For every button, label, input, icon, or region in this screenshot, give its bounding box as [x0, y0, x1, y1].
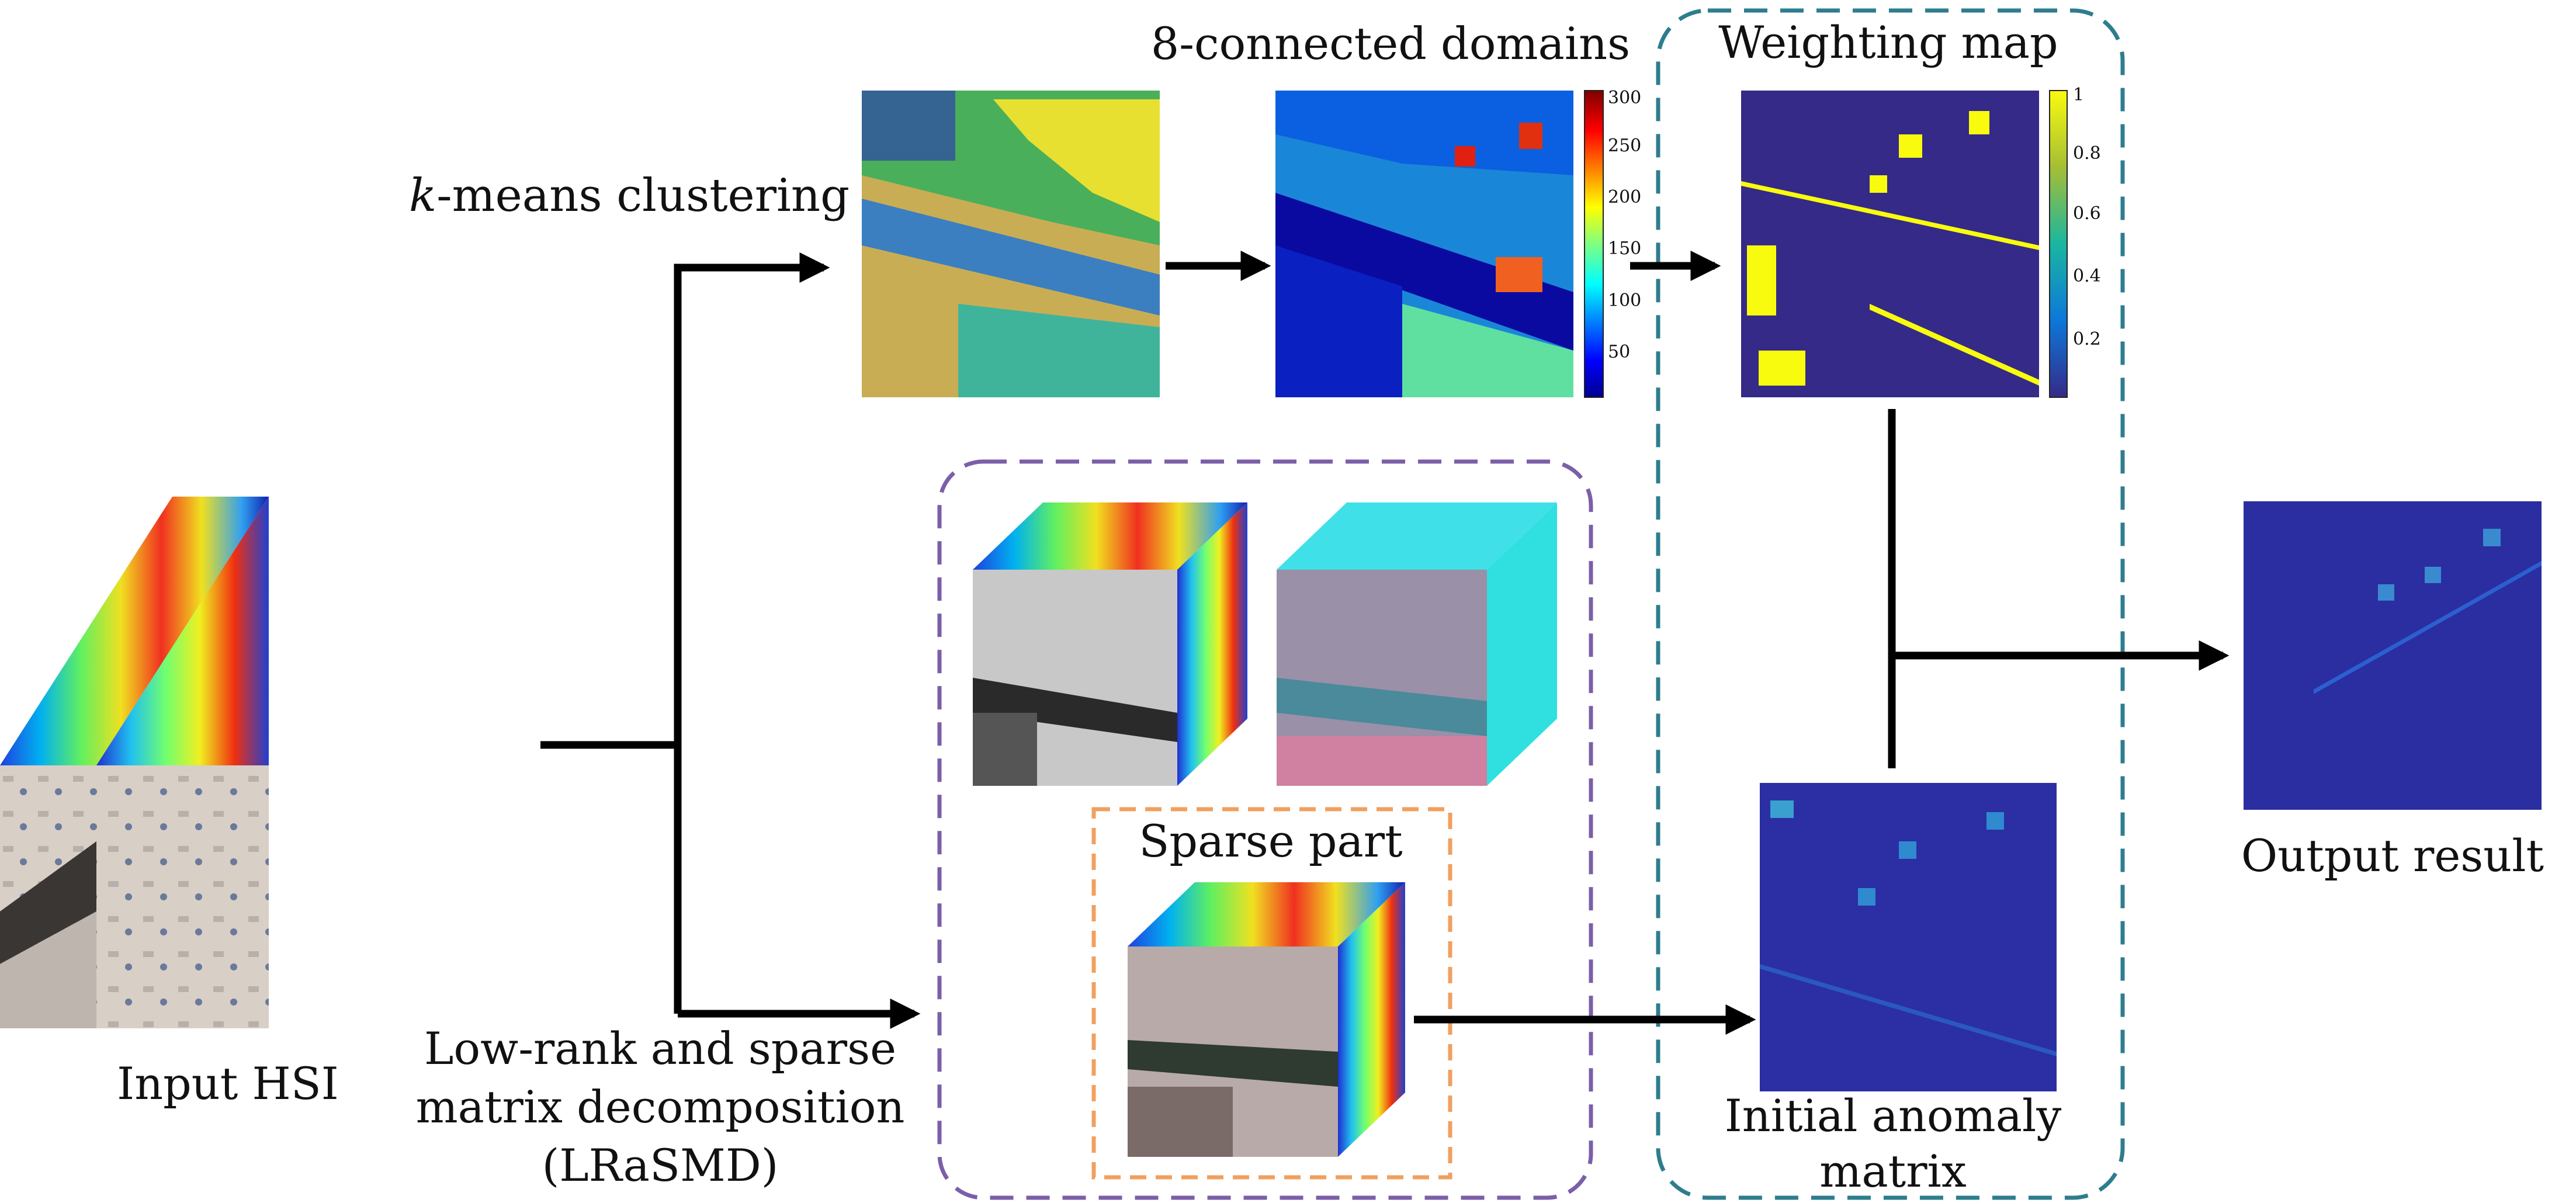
kmeans-label: k-means clustering: [409, 169, 850, 222]
connected-tick-300: 300: [1608, 88, 1642, 108]
weighting-tick-1: 1: [2073, 85, 2085, 105]
weighting-tick-0.4: 0.4: [2073, 266, 2101, 286]
connected-label: 8-connected domains: [1150, 18, 1631, 70]
initial-anomaly-map: [1760, 783, 2057, 1091]
initial-label-2: matrix: [1819, 1145, 1967, 1197]
output-result-map: [2244, 501, 2542, 810]
lrasmd-label-3: (LRaSMD): [542, 1139, 779, 1191]
sparse-label: Sparse part: [1139, 815, 1403, 867]
kmeans-italic-k: k: [409, 169, 437, 222]
weighting-label: Weighting map: [1718, 16, 2058, 68]
input-hsi-cube: [0, 497, 269, 1028]
arrow-right-icon: [540, 251, 2230, 1035]
low-rank-cube: [973, 502, 1247, 786]
kmeans-label-rest: -means clustering: [436, 169, 850, 222]
sparse-part-cube: [1128, 882, 1405, 1157]
connected-tick-50: 50: [1608, 342, 1631, 362]
weighting-tick-0.6: 0.6: [2073, 203, 2101, 224]
kmeans-cluster-map: [862, 91, 1160, 397]
connected-tick-150: 150: [1608, 238, 1642, 259]
initial-label-1: Initial anomaly: [1724, 1090, 2062, 1142]
connected-domains-map: [1275, 91, 1573, 397]
lrasmd-label-1: Low-rank and sparse: [424, 1022, 897, 1074]
sparse-group-border: [1091, 807, 1452, 1180]
connected-colorbar: [1584, 90, 1604, 398]
connected-tick-250: 250: [1608, 136, 1642, 156]
weighting-group-border: [1656, 8, 2125, 1200]
input-label: Input HSI: [117, 1058, 339, 1110]
lrasmd-label-2: matrix decomposition: [415, 1081, 905, 1133]
weighting-tick-0.2: 0.2: [2073, 329, 2101, 349]
weighting-tick-0.8: 0.8: [2073, 143, 2101, 164]
weighting-map: [1741, 91, 2039, 397]
connected-tick-200: 200: [1608, 187, 1642, 207]
lrasmd-group-border: [937, 459, 1593, 1200]
connected-tick-100: 100: [1608, 290, 1642, 311]
output-label: Output result: [2241, 830, 2544, 882]
sparse-cluster-cube: [1277, 502, 1557, 786]
weighting-colorbar: [2049, 90, 2068, 398]
